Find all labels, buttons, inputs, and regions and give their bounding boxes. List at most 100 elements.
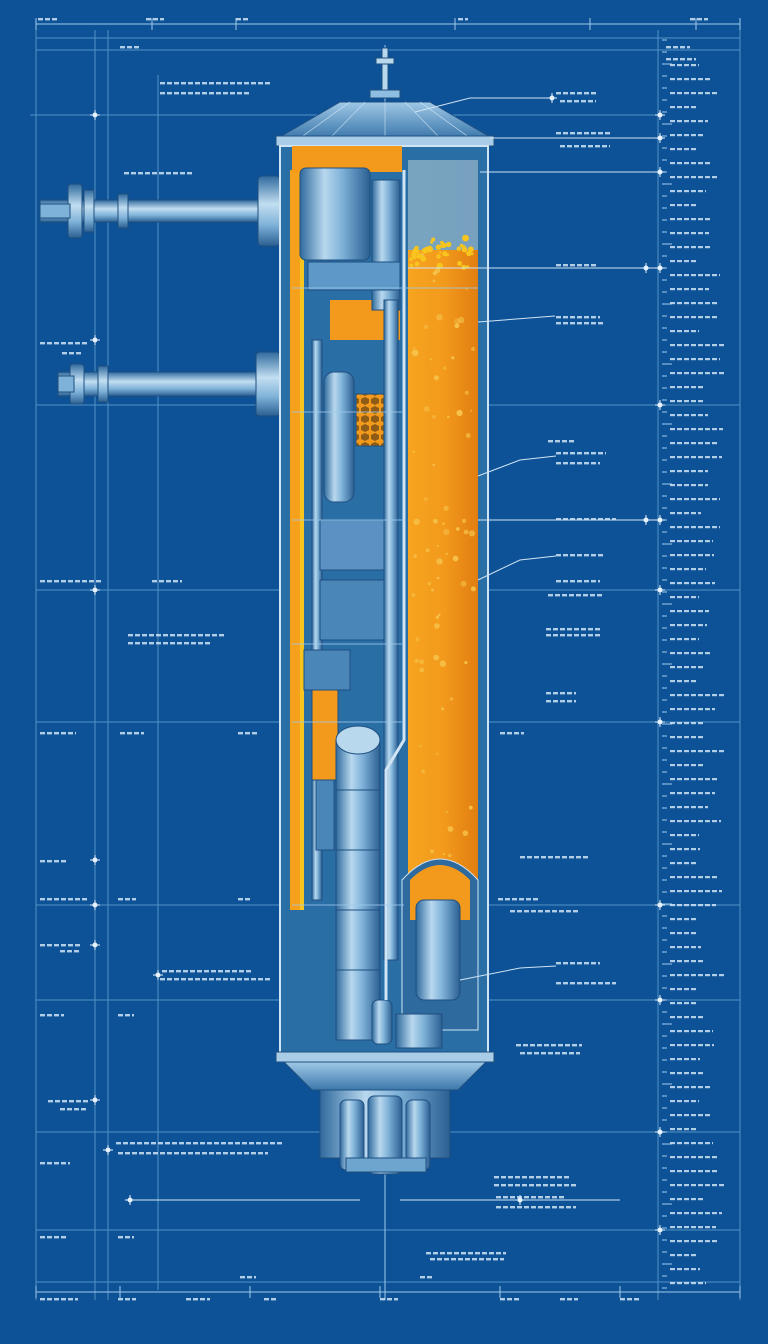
annotation-mark [251,1152,256,1155]
annotation-mark [245,898,250,901]
annotation-mark [54,732,59,735]
annotation-mark [705,554,710,557]
annotation-mark [698,470,703,473]
annotation-mark [677,1114,682,1117]
annotation-mark [684,932,689,935]
bubble [413,518,421,526]
annotation-mark [684,1086,689,1089]
annotation-mark [670,624,675,627]
bubble [470,586,476,592]
annotation-mark [684,1142,689,1145]
annotation-mark [505,898,510,901]
left-orange-strip [290,170,300,910]
annotation-mark [520,856,525,859]
annotation-mark [691,512,696,515]
annotation-mark [134,46,139,49]
annotation-mark [691,1044,696,1047]
annotation-mark [698,540,703,543]
annotation-mark [677,820,682,823]
annotation-mark [543,1176,548,1179]
bubble [462,234,469,242]
bubble [450,697,454,701]
annotation-mark [698,806,703,809]
annotation-mark [503,1206,508,1209]
annotation-mark [684,652,689,655]
bubble [454,323,460,329]
annotation-mark [691,1100,696,1103]
annotation-mark [560,1298,565,1301]
annotation-mark [574,1298,578,1301]
annotation-mark [677,932,682,935]
annotation-mark [82,580,87,583]
annotation-mark [553,634,558,637]
annotation-mark [137,1142,142,1145]
crosshair-marker-icon [655,515,665,525]
annotation-mark [591,518,596,521]
annotation-mark [670,1142,675,1145]
annotation-mark [691,498,696,501]
annotation-mark [698,316,703,319]
annotation-mark [670,820,675,823]
annotation-mark [584,264,589,267]
annotation-mark [207,1142,212,1145]
annotation-mark [563,264,568,267]
annotation-mark [595,634,600,637]
annotation-mark [252,732,257,735]
annotation-mark [167,82,172,85]
annotation-mark [188,1152,193,1155]
annotation-mark [691,820,696,823]
annotation-mark [48,1100,53,1103]
annotation-mark [591,462,596,465]
annotation-mark [576,856,581,859]
annotation-mark [47,342,52,345]
bubble [468,805,473,810]
annotation-mark [684,792,689,795]
annotation-mark [552,910,557,913]
annotation-mark [38,18,43,21]
callout-leaders [130,97,660,1201]
annotation-mark [82,342,87,345]
annotation-mark [205,634,210,637]
annotation-mark [254,1276,256,1279]
annotation-mark [162,970,167,973]
annotation-mark [437,1258,442,1261]
annotation-mark [188,92,193,95]
annotation-mark [677,596,682,599]
annotation-mark [563,982,568,985]
annotation-mark [670,78,675,81]
annotation-mark [691,400,696,403]
annotation-mark [684,1072,689,1075]
annotation-mark [698,974,703,977]
annotation-mark [677,1254,682,1257]
bubble [430,849,435,854]
annotation-mark [670,232,675,235]
bubble [442,522,445,525]
annotation-mark [670,386,675,389]
annotation-mark [244,92,249,95]
annotation-mark [202,82,207,85]
annotation-mark [712,1170,717,1173]
annotation-mark [691,246,696,249]
annotation-mark [216,92,221,95]
annotation-mark [191,634,196,637]
annotation-mark [263,1142,268,1145]
annotation-mark [684,274,689,277]
annotation-mark [163,634,168,637]
annotation-mark [591,92,596,95]
annotation-mark [684,736,689,739]
annotation-mark [719,974,724,977]
annotation-mark [265,82,270,85]
annotation-mark [562,440,567,443]
annotation-mark [670,834,675,837]
annotation-mark [691,428,696,431]
annotation-mark [605,452,606,455]
annotation-mark [677,974,682,977]
annotation-mark [684,876,689,879]
annotation-mark [677,764,682,767]
bubble [421,769,425,774]
annotation-mark [40,732,45,735]
annotation-mark [454,1252,459,1255]
annotation-mark [677,988,682,991]
routing-pipe [384,170,406,1000]
bubble [429,358,432,361]
